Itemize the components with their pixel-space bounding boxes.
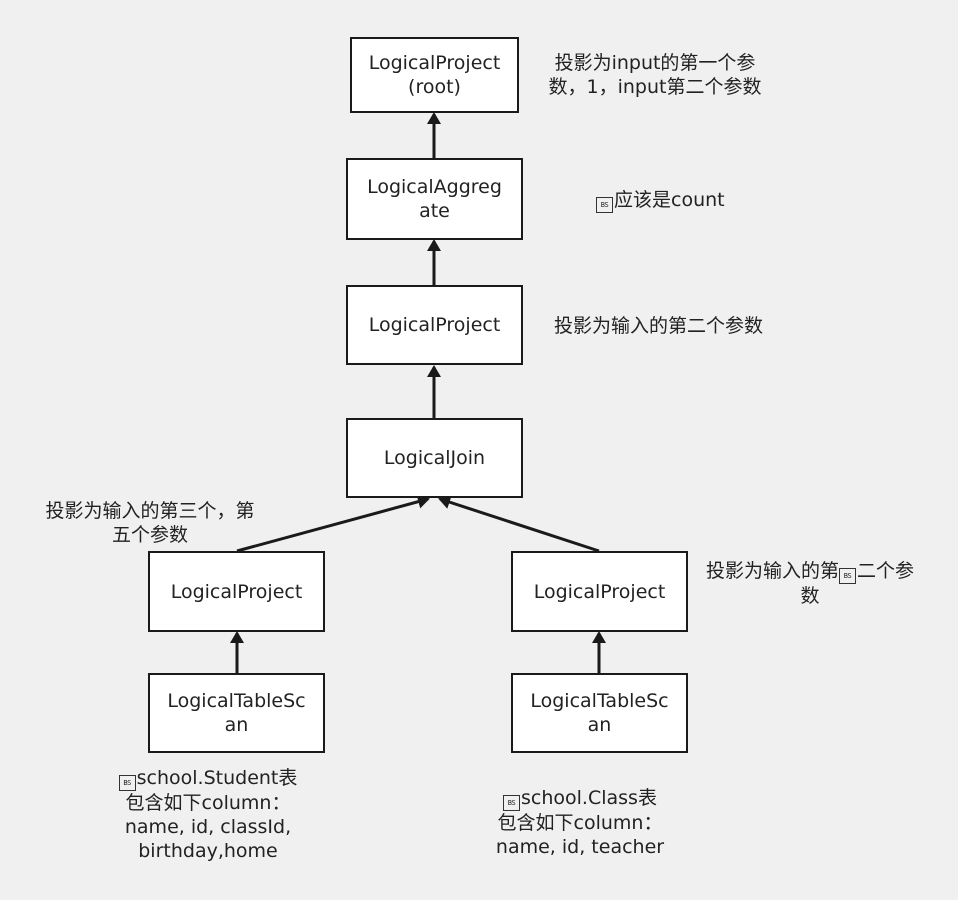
control-char-icon: BS: [839, 568, 856, 584]
note-root-project: 投影为input的第一个参 数，1，input第二个参数: [548, 52, 762, 98]
note-project-left: 投影为输入的第三个，第 五个参数: [45, 500, 255, 546]
note-scan-left-title: school.Student表: [136, 767, 298, 789]
note-project-mid: 投影为输入的第二个参数: [554, 315, 764, 337]
node-logical-aggregate[interactable]: LogicalAggreg ate: [346, 158, 523, 240]
control-char-icon: BS: [118, 775, 136, 791]
note-project-right-part1: 投影为输入的第: [705, 560, 839, 582]
node-logical-project-right[interactable]: LogicalProject: [511, 551, 688, 632]
edge-left-project-to-join: [236, 494, 430, 553]
edge-right-project-to-join: [438, 495, 600, 553]
node-root-project[interactable]: LogicalProject (root): [350, 37, 519, 113]
note-scan-right-title: school.Class表: [521, 787, 657, 809]
note-scan-right-columns: 包含如下column： name, id, teacher: [495, 812, 665, 858]
note-aggregate-text: 应该是count: [614, 189, 725, 211]
control-char-icon: BS: [503, 795, 521, 811]
note-project-right-part2: 二个参 数: [800, 560, 915, 607]
node-logical-project-left[interactable]: LogicalProject: [148, 551, 325, 632]
node-logical-join[interactable]: LogicalJoin: [346, 418, 523, 498]
node-logical-project-mid[interactable]: LogicalProject: [346, 285, 523, 365]
node-table-scan-right[interactable]: LogicalTableSc an: [511, 673, 688, 753]
note-scan-left-columns: 包含如下column： name, id, classId, birthday,…: [124, 792, 292, 862]
node-table-scan-left[interactable]: LogicalTableSc an: [148, 673, 325, 753]
control-char-icon: BS: [596, 197, 613, 213]
